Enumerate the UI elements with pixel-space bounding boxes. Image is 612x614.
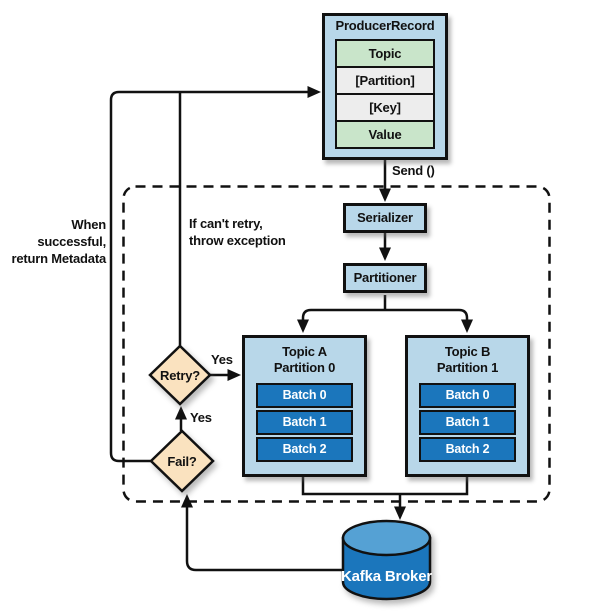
- topic-a-partition-box: Topic A Partition 0 Batch 0 Batch 1 Batc…: [242, 335, 367, 477]
- arrowhead-into-topic-b: [461, 319, 473, 333]
- field-topic: Topic: [337, 41, 433, 68]
- producer-record-fields: Topic [Partition] [Key] Value: [335, 39, 435, 149]
- arrowhead-into-topic-a-left: [227, 369, 241, 381]
- cylinder-top: [341, 519, 432, 557]
- arrowhead-into-serializer: [379, 188, 391, 202]
- arrowhead-into-fail: [181, 494, 193, 508]
- partitioner-split-line: [301, 308, 469, 322]
- kafka-broker-cylinder: Kafka Broker: [341, 519, 433, 601]
- topic-b-name: Topic B: [444, 344, 491, 359]
- batch-row: Batch 0: [256, 383, 353, 408]
- arrowhead-into-partitioner: [379, 247, 391, 261]
- arrowhead-into-retry: [175, 406, 187, 420]
- success-annotation: When successful, return Metadata: [11, 217, 106, 266]
- batch-row: Batch 1: [419, 410, 516, 435]
- producer-boundary-dashed-box: [122, 185, 551, 503]
- topic-b-batches: Batch 0 Batch 1 Batch 2: [419, 383, 516, 464]
- topic-a-title: Topic A Partition 0: [245, 344, 364, 376]
- arrowheads: [175, 86, 473, 520]
- topic-b-title: Topic B Partition 1: [408, 344, 527, 376]
- topic-a-name: Topic A: [282, 344, 327, 359]
- cant-retry-annotation: If can't retry, throw exception: [189, 216, 286, 248]
- producer-record-title: ProducerRecord: [335, 18, 435, 33]
- batch-row: Batch 0: [419, 383, 516, 408]
- field-value: Value: [337, 122, 433, 147]
- topic-b-subtitle: Partition 1: [436, 360, 499, 375]
- batch-row: Batch 2: [256, 437, 353, 462]
- producer-record-box: ProducerRecord Topic [Partition] [Key] V…: [322, 13, 448, 160]
- field-partition: [Partition]: [337, 68, 433, 95]
- serializer-box: Serializer: [343, 203, 427, 233]
- retry-decision-label: Retry?: [160, 368, 200, 383]
- fail-decision-diamond: Fail?: [149, 429, 215, 493]
- field-key: [Key]: [337, 95, 433, 122]
- yes-label-retry-to-topic: Yes: [211, 352, 233, 367]
- yes-label-fail-to-retry: Yes: [190, 410, 212, 425]
- topics-merge-line: [301, 477, 469, 496]
- broker-to-fail-line: [185, 506, 343, 572]
- topic-b-partition-box: Topic B Partition 1 Batch 0 Batch 1 Batc…: [405, 335, 530, 477]
- kafka-broker-label: Kafka Broker: [341, 568, 432, 585]
- batch-row: Batch 1: [256, 410, 353, 435]
- arrowhead-into-producer-record: [307, 86, 321, 98]
- success-return-line: [109, 90, 309, 463]
- retry-decision-diamond: Retry?: [148, 344, 212, 406]
- arrowhead-into-topic-a: [297, 319, 309, 333]
- fail-decision-label: Fail?: [167, 454, 197, 469]
- topic-a-batches: Batch 0 Batch 1 Batch 2: [256, 383, 353, 464]
- partitioner-box: Partitioner: [343, 263, 427, 293]
- send-label: Send (): [392, 163, 435, 178]
- topic-a-subtitle: Partition 0: [273, 360, 336, 375]
- flow-lines: [109, 90, 469, 572]
- arrowhead-into-broker: [394, 506, 406, 520]
- batch-row: Batch 2: [419, 437, 516, 462]
